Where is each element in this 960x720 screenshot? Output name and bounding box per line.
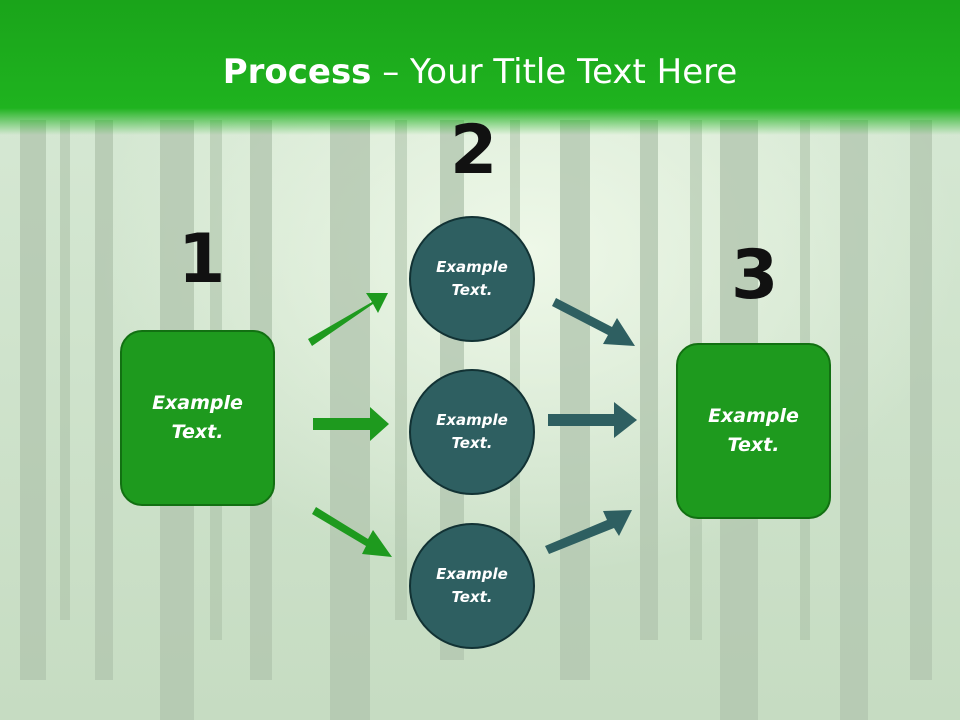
circle-bottom-line1: Example bbox=[436, 565, 508, 583]
title-band bbox=[0, 0, 960, 135]
circle-bottom-line2: Text. bbox=[451, 588, 493, 606]
step-number-3: 3 bbox=[731, 236, 779, 315]
circle-top-line2: Text. bbox=[451, 281, 493, 299]
step-number-2: 2 bbox=[450, 111, 498, 190]
circle-middle-line1: Example bbox=[436, 411, 508, 429]
title-bold: Process bbox=[222, 52, 372, 92]
arrow-left-to-bottom bbox=[312, 507, 392, 557]
circle-middle-line2: Text. bbox=[451, 434, 493, 452]
slide-title: Process – Your Title Text Here bbox=[0, 52, 960, 92]
step-number-1: 1 bbox=[178, 220, 226, 299]
arrow-top-to-right bbox=[552, 298, 635, 346]
arrow-middle-to-right bbox=[548, 402, 637, 438]
arrow-left-to-middle bbox=[313, 407, 389, 441]
left-box-line1: Example bbox=[152, 392, 243, 414]
title-rest: – Your Title Text Here bbox=[371, 52, 738, 92]
circle-top-line1: Example bbox=[436, 258, 508, 276]
arrow-bottom-to-right bbox=[545, 510, 632, 554]
left-box-line2: Text. bbox=[171, 421, 224, 443]
right-box-line2: Text. bbox=[727, 434, 780, 456]
arrow-left-to-top bbox=[308, 293, 388, 346]
right-box-line1: Example bbox=[708, 405, 799, 427]
